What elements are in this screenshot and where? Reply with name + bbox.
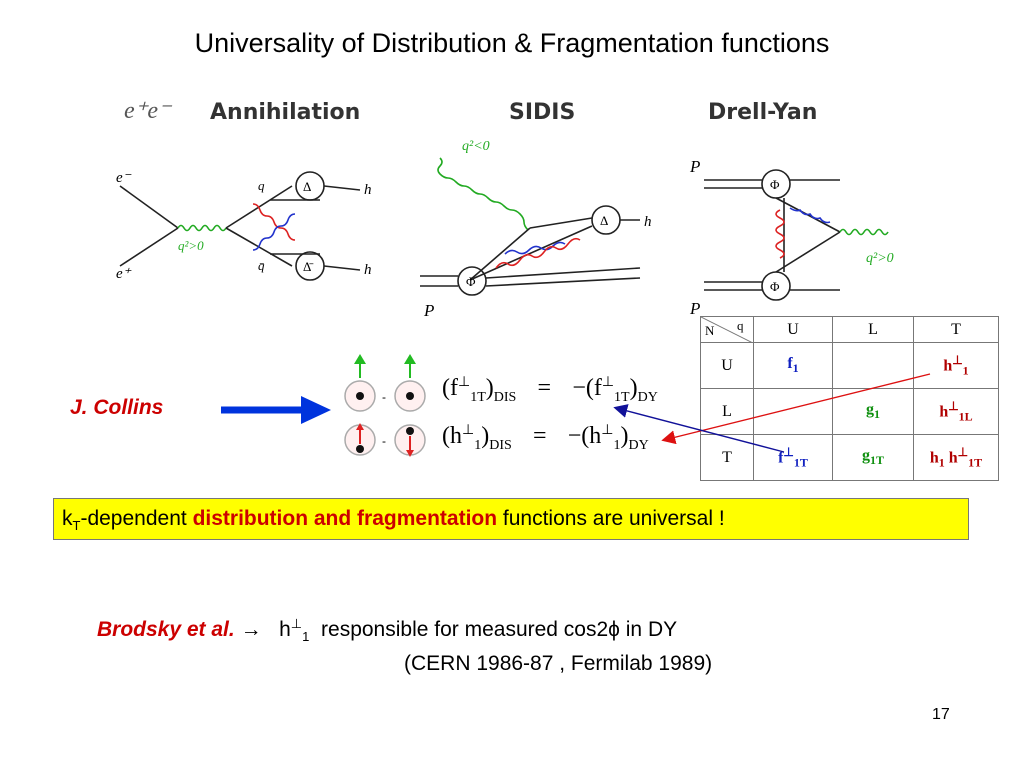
drell-yan-label: Drell-Yan xyxy=(708,100,818,125)
eq2-rhs: −(h xyxy=(567,423,602,449)
kt-k: k xyxy=(62,507,73,530)
eq1-lhs-sup: ⊥ xyxy=(457,375,471,390)
label-e-plus: e⁺ xyxy=(116,266,132,282)
spin-icon-row2: - xyxy=(344,423,426,457)
eq1-lhs-sub: 1T xyxy=(470,389,486,405)
eq2-lhs: (h xyxy=(442,423,462,449)
collins-equation-1: (f⊥1T)DIS = −(f⊥1T)DY xyxy=(442,374,658,406)
label-dist-sidis: Φ xyxy=(466,274,476,289)
eq1-lhs-tail: ) xyxy=(485,375,494,401)
label-dist-top-dy: Φ xyxy=(770,177,780,192)
eq2-rhs-tail: ) xyxy=(620,423,629,449)
universality-box xyxy=(53,498,969,540)
label-p-top-dy: P xyxy=(689,157,700,176)
label-frag-sidis: Δ xyxy=(600,213,608,228)
label-frag-top: Δ xyxy=(303,179,311,194)
col-header-U: U xyxy=(753,316,833,343)
label-frag-bot: Δ̄ xyxy=(303,259,313,274)
slide-title: Universality of Distribution & Fragmenta… xyxy=(194,28,830,58)
brodsky-h: h xyxy=(279,618,291,641)
minus-sign-1: - xyxy=(382,390,386,404)
label-p-sidis: P xyxy=(423,301,434,320)
brodsky-refs: (CERN 1986-87 , Fermilab 1989) xyxy=(404,652,713,675)
univ-post: functions are universal ! xyxy=(497,507,725,530)
eq2-rhs-sub: 1 xyxy=(613,437,621,453)
eq2-lhs-tail: ) xyxy=(481,423,490,449)
eq2-lhs-sub: 1 xyxy=(474,437,482,453)
spin-icons: - - xyxy=(344,354,426,457)
corner-q: q xyxy=(737,318,744,333)
eq2-rhs-sup: ⊥ xyxy=(601,423,614,438)
universality-statement: kT-dependent distribution and fragmentat… xyxy=(62,507,725,533)
brodsky-text: responsible for measured cos2ϕ in DY xyxy=(321,618,678,641)
spin-icon-row1: - xyxy=(344,354,426,412)
annihilation-prefix: e⁺e⁻ xyxy=(124,98,171,124)
eq1-equals: = xyxy=(537,375,552,401)
label-q2-ann: q²>0 xyxy=(178,238,204,253)
corner-N: N xyxy=(705,323,715,338)
brodsky-arrow: → xyxy=(240,618,262,641)
collins-equation-2: (h⊥1)DIS = −(h⊥1)DY xyxy=(442,422,649,454)
label-h-sidis: h xyxy=(644,214,652,230)
annihilation-diagram xyxy=(119,171,361,281)
label-e-minus: e⁻ xyxy=(116,170,132,186)
collins-name: J. Collins xyxy=(70,396,164,419)
label-q2-sidis: q²<0 xyxy=(462,139,490,154)
annihilation-label: Annihilation xyxy=(210,100,361,125)
drell-yan-diagram xyxy=(704,169,889,301)
eq1-lhs: (f xyxy=(442,375,458,401)
eq2-rhs-proc: DY xyxy=(628,437,649,453)
label-q-top: q xyxy=(258,178,265,193)
label-q2-dy: q²>0 xyxy=(866,251,894,266)
eq1-rhs: −(f xyxy=(572,375,602,401)
eq2-equals: = xyxy=(532,423,547,449)
univ-pre: -dependent xyxy=(80,507,193,530)
eq1-lhs-proc: DIS xyxy=(493,389,517,405)
feynman-diagrams: e⁻ e⁺ q q̄ q²>0 h h Δ Δ̄ q²<0 h Δ Φ P xyxy=(116,139,894,320)
arrow-f1T-to-eq1 xyxy=(613,404,785,453)
eq1-rhs-proc: DY xyxy=(637,389,658,405)
brodsky-h-sub: 1 xyxy=(302,629,310,645)
tmd-table: N q U L T U f1 h⊥1 L g1 h⊥1L T f⊥1T g1T … xyxy=(700,316,999,481)
minus-sign-2: - xyxy=(382,434,386,448)
kt-sub: T xyxy=(72,518,81,534)
sidis-diagram xyxy=(420,157,641,296)
brodsky-line: Brodsky et al. → h⊥1 responsible for mea… xyxy=(97,616,677,644)
sidis-label: SIDIS xyxy=(509,100,576,125)
arrow-h1perp-to-eq2 xyxy=(661,373,931,445)
cell-UL-empty xyxy=(832,342,914,389)
cell-f1: f1 xyxy=(753,342,833,389)
brodsky-h-sup: ⊥ xyxy=(290,616,303,631)
eq1-rhs-sub: 1T xyxy=(614,389,630,405)
label-dist-bot-dy: Φ xyxy=(770,279,780,294)
big-arrow-icon xyxy=(221,396,331,424)
page-number: 17 xyxy=(932,706,950,723)
eq2-lhs-proc: DIS xyxy=(489,437,512,453)
corner-diagonal xyxy=(701,317,753,343)
univ-emph: distribution and fragmentation xyxy=(192,507,498,530)
cell-g1: g1 xyxy=(832,388,914,435)
row-header-L: L xyxy=(700,388,754,435)
cell-g1T: g1T xyxy=(832,434,914,481)
eq1-rhs-tail: ) xyxy=(629,375,638,401)
eq2-lhs-sup: ⊥ xyxy=(462,423,475,438)
label-p-bot-dy: P xyxy=(689,299,700,318)
label-q-bot: q̄ xyxy=(258,258,265,273)
label-h-top: h xyxy=(364,182,372,198)
label-h-bot: h xyxy=(364,262,372,278)
eq1-rhs-sup: ⊥ xyxy=(601,375,615,390)
cell-h1-h1T: h1 h⊥1T xyxy=(913,434,999,481)
cell-LU-empty xyxy=(753,388,833,435)
cell-h1perp: h⊥1 xyxy=(913,342,999,389)
table-corner: N q xyxy=(700,316,754,343)
brodsky-name: Brodsky et al. xyxy=(97,618,235,641)
